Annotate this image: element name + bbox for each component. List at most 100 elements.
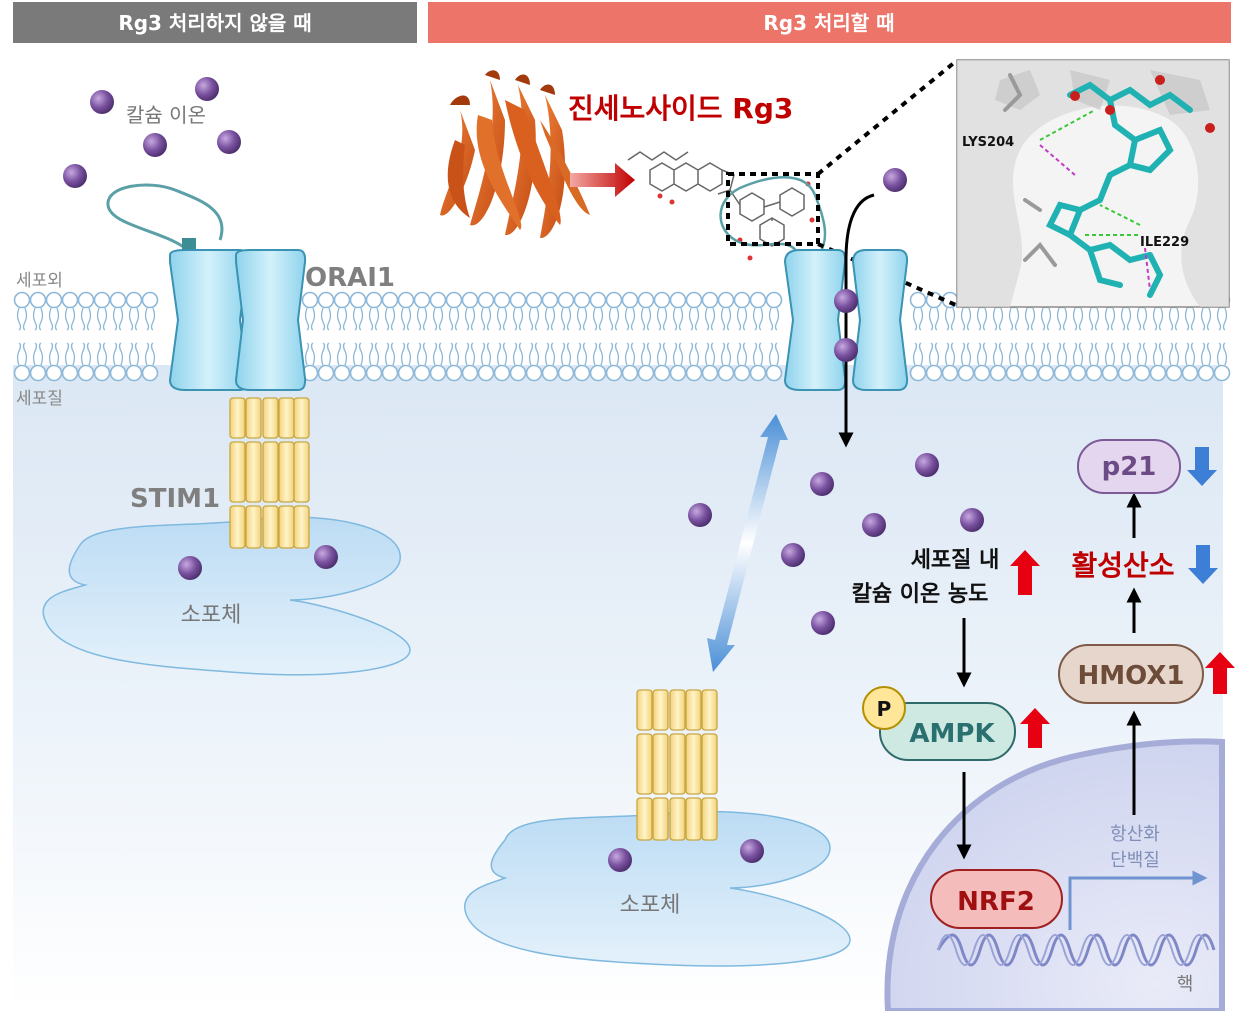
stim1-segment bbox=[685, 733, 702, 795]
lipid-tail bbox=[80, 342, 92, 366]
calcium-ion bbox=[781, 543, 805, 567]
lipid-tail bbox=[976, 307, 988, 331]
nrf2-node: NRF2 bbox=[930, 869, 1063, 929]
calcium-ion bbox=[740, 839, 764, 863]
calcium-ion bbox=[811, 611, 835, 635]
hmox1-node: HMOX1 bbox=[1058, 644, 1204, 704]
lipid-tail bbox=[1184, 307, 1196, 331]
lipid-tail bbox=[1040, 342, 1052, 366]
lipid-tail bbox=[416, 307, 428, 331]
nucleus-label: 핵 bbox=[1177, 974, 1194, 995]
lipid-tail bbox=[304, 307, 316, 331]
ile229-label: ILE229 bbox=[1140, 235, 1189, 250]
lipid-tail bbox=[1120, 307, 1132, 331]
stim1-segment bbox=[278, 505, 295, 549]
lipid-tail bbox=[1216, 307, 1228, 331]
lipid-tail bbox=[944, 342, 956, 366]
stim1-segment bbox=[701, 797, 718, 841]
lipid-head bbox=[701, 291, 719, 309]
ros-label: 활성산소 bbox=[1071, 549, 1174, 582]
lipid-head bbox=[509, 364, 527, 382]
lipid-tail bbox=[720, 307, 732, 331]
down-arrow-icon bbox=[1188, 545, 1218, 584]
lipid-tail bbox=[448, 307, 460, 331]
lipid-tail bbox=[384, 307, 396, 331]
lipid-tail bbox=[912, 307, 924, 331]
lipid-tail bbox=[112, 307, 124, 331]
lipid-head bbox=[717, 364, 735, 382]
lipid-head bbox=[477, 364, 495, 382]
stim1-segment bbox=[685, 689, 702, 731]
calcium-ion bbox=[915, 453, 939, 477]
lipid-tail bbox=[608, 307, 620, 331]
lipid-tail bbox=[592, 307, 604, 331]
calcium-ion bbox=[834, 338, 858, 362]
lipid-head bbox=[509, 291, 527, 309]
lipid-head bbox=[909, 291, 927, 309]
lipid-tail bbox=[640, 307, 652, 331]
lipid-head bbox=[125, 291, 143, 309]
lipid-tail bbox=[128, 307, 140, 331]
lipid-head bbox=[461, 291, 479, 309]
calcium-ion bbox=[862, 513, 886, 537]
lipid-head bbox=[637, 364, 655, 382]
lipid-tail bbox=[1056, 307, 1068, 331]
lipid-tail bbox=[16, 342, 28, 366]
left-panel: 칼슘 이온 세포외 세포질 ORAI1 소포체 STIM1 bbox=[16, 77, 411, 676]
stim1-segment bbox=[685, 797, 702, 841]
stim1-segment bbox=[229, 397, 246, 439]
lipid-tail bbox=[544, 307, 556, 331]
cytosolic-ca-label-1: 세포질 내 bbox=[911, 548, 1000, 573]
lipid-tail bbox=[416, 342, 428, 366]
lipid-tail bbox=[768, 342, 780, 366]
calcium-ion bbox=[314, 545, 338, 569]
lipid-head bbox=[1021, 364, 1039, 382]
calcium-ion bbox=[217, 130, 241, 154]
calcium-ion bbox=[883, 168, 907, 192]
phospho-badge-label: P bbox=[877, 697, 892, 721]
lipid-head bbox=[413, 291, 431, 309]
lipid-tail bbox=[432, 307, 444, 331]
lipid-tail bbox=[1024, 307, 1036, 331]
lipid-tail bbox=[1136, 307, 1148, 331]
lipid-tail bbox=[1136, 342, 1148, 366]
lipid-tail bbox=[336, 342, 348, 366]
lipid-tail bbox=[368, 307, 380, 331]
header-right-label: Rg3 처리할 때 bbox=[763, 11, 894, 35]
dna-strand-2 bbox=[937, 934, 1209, 966]
lipid-tail bbox=[64, 307, 76, 331]
lipid-tail bbox=[480, 342, 492, 366]
stim1-segment bbox=[278, 441, 295, 503]
calcium-ion bbox=[960, 508, 984, 532]
lipid-tail bbox=[1088, 307, 1100, 331]
lipid-head bbox=[45, 291, 63, 309]
lipid-tail bbox=[432, 342, 444, 366]
lipid-tail bbox=[672, 342, 684, 366]
lipid-tail bbox=[1072, 307, 1084, 331]
stim1-segment bbox=[669, 689, 686, 731]
lipid-tail bbox=[64, 342, 76, 366]
lipid-tail bbox=[576, 307, 588, 331]
lipid-head bbox=[573, 364, 591, 382]
lipid-tail bbox=[1072, 342, 1084, 366]
stim1-segment bbox=[701, 689, 718, 731]
lipid-tail bbox=[560, 342, 572, 366]
zoom-box bbox=[726, 172, 820, 246]
stim1-segment bbox=[229, 505, 246, 549]
calcium-ion-label: 칼슘 이온 bbox=[126, 103, 206, 127]
lipid-tail bbox=[1120, 342, 1132, 366]
docking-inset: LYS204 ILE229 bbox=[956, 59, 1230, 308]
calcium-ion bbox=[90, 90, 114, 114]
p21-node: p21 bbox=[1077, 439, 1181, 494]
lipid-head bbox=[653, 291, 671, 309]
lipid-tail bbox=[112, 342, 124, 366]
lipid-head bbox=[557, 291, 575, 309]
stim1-segment bbox=[245, 441, 262, 503]
lipid-head bbox=[525, 291, 543, 309]
cytoplasm-label: 세포질 bbox=[16, 389, 63, 409]
lipid-head bbox=[1165, 364, 1183, 382]
lipid-head bbox=[301, 291, 319, 309]
lipid-head bbox=[765, 364, 783, 382]
